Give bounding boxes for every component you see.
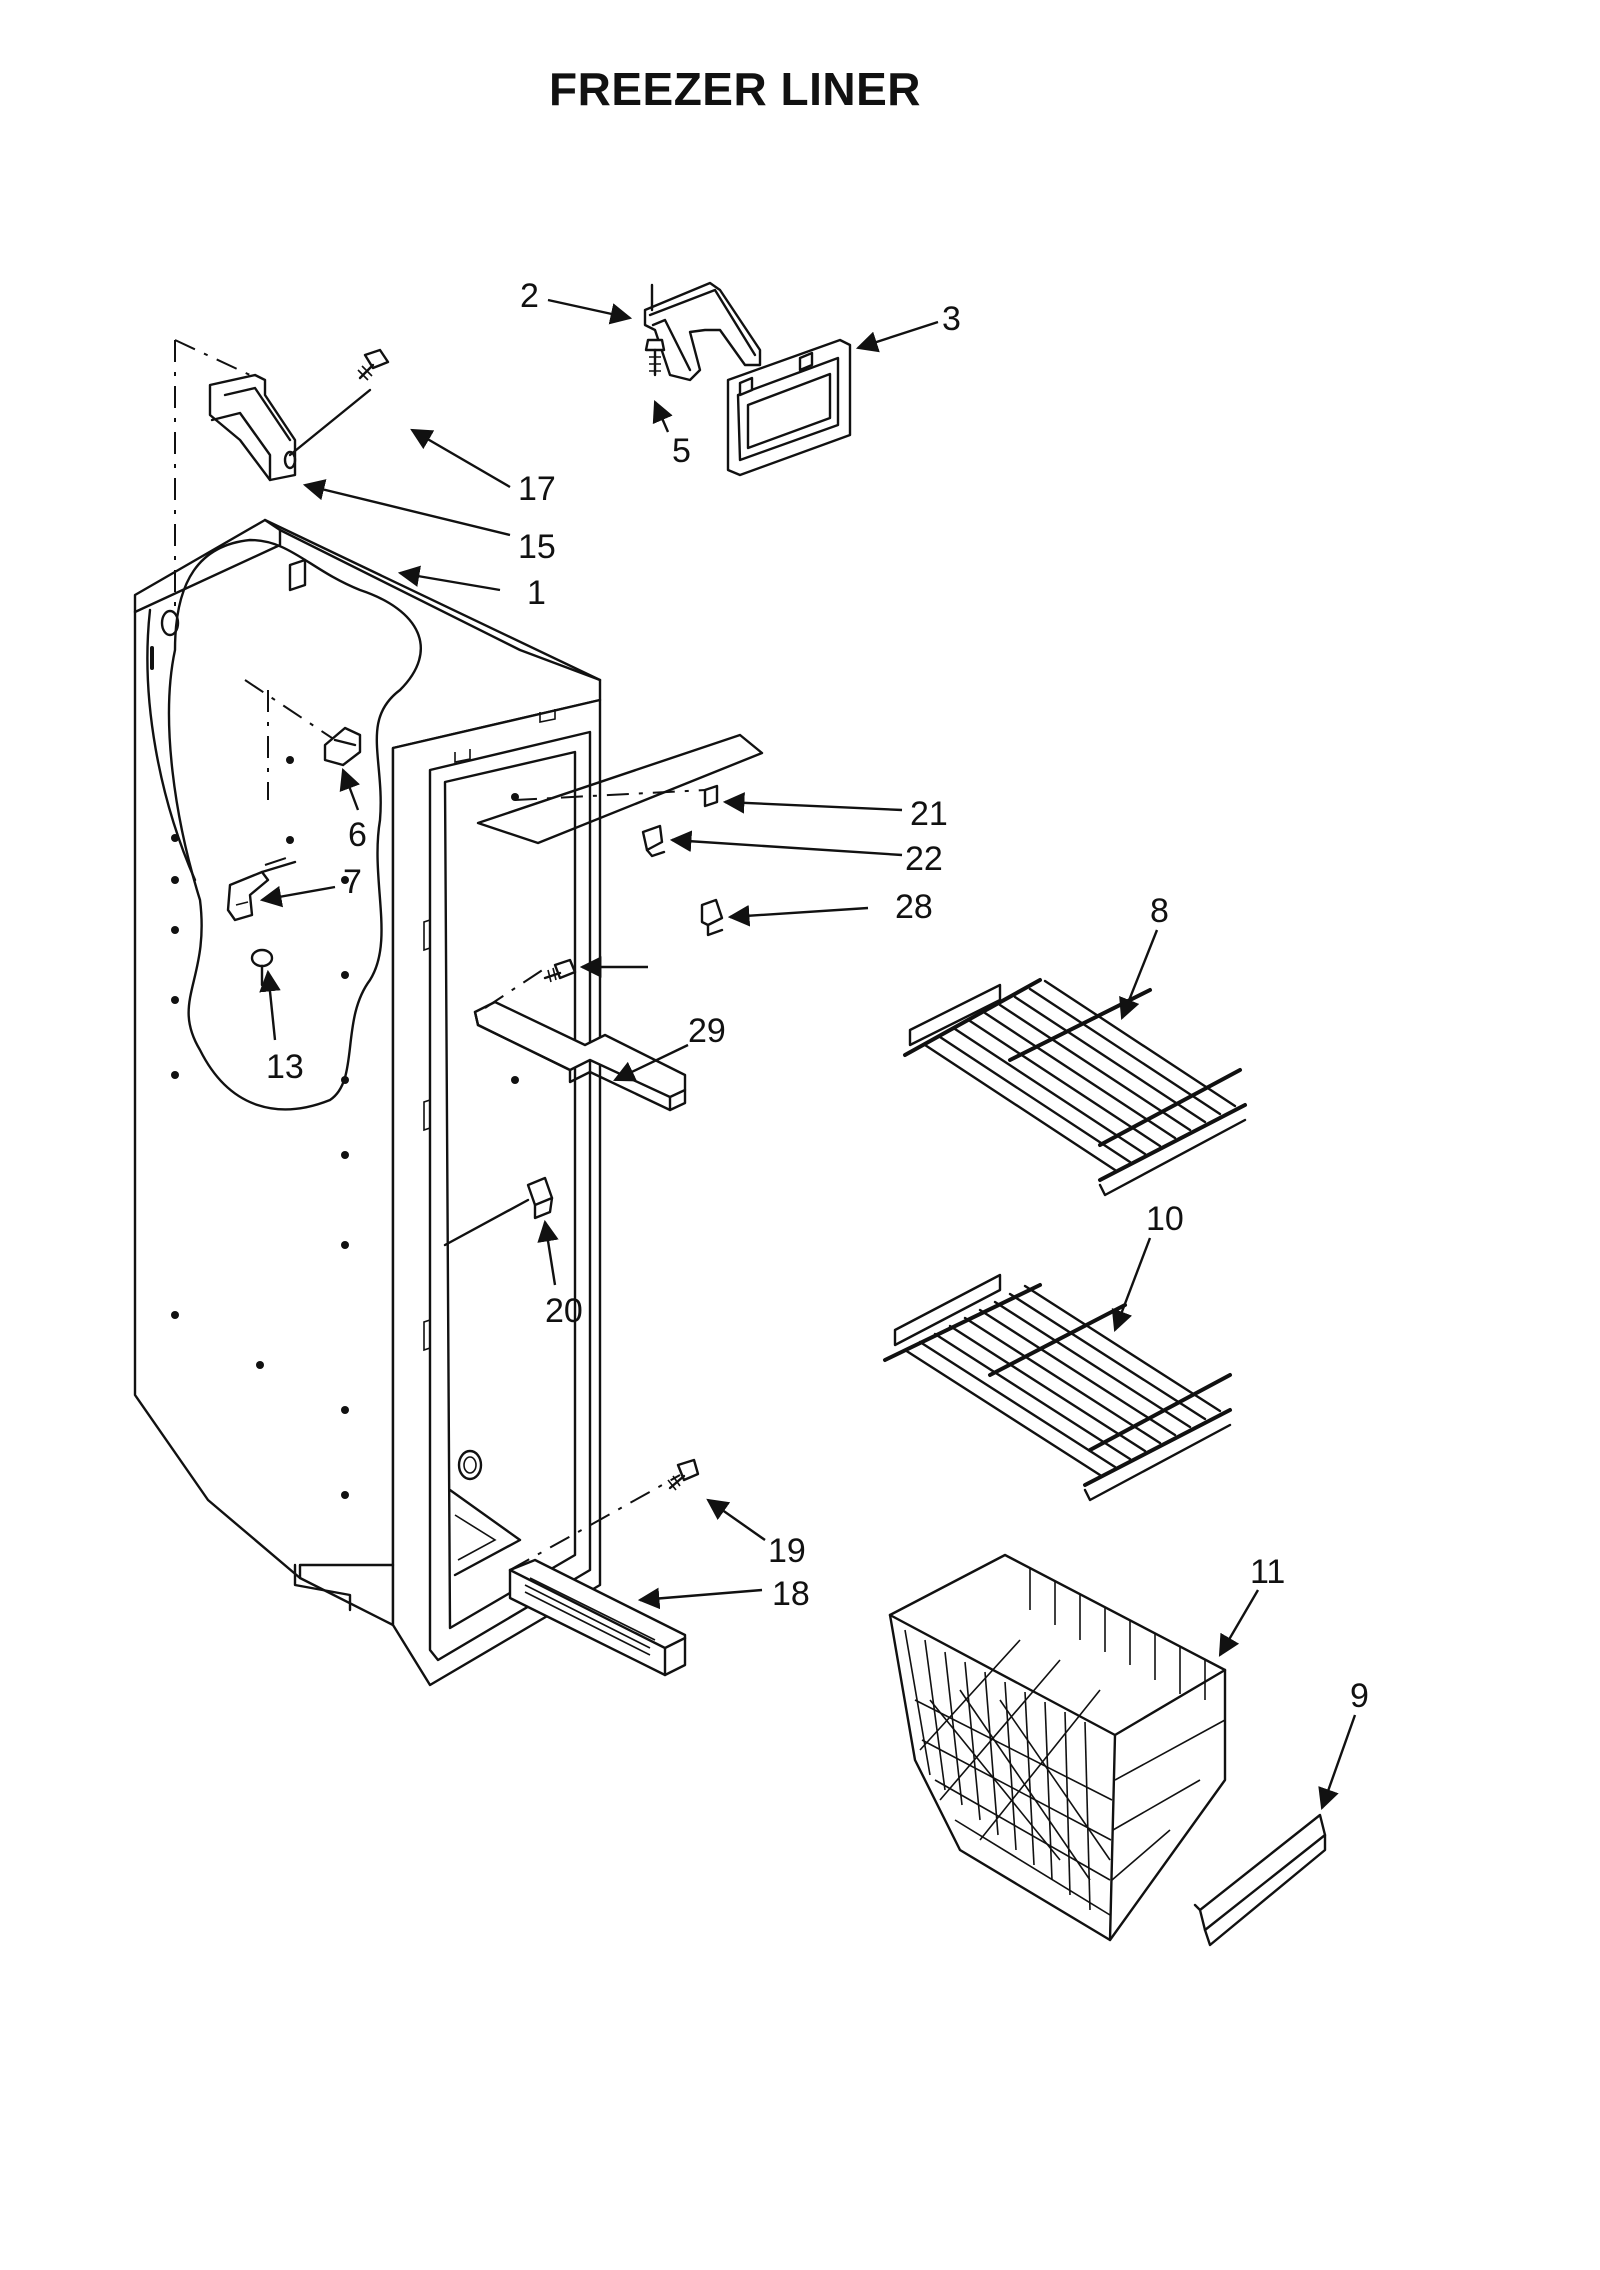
shelf-part-10 — [883, 1273, 1232, 1502]
callout-28: 29 — [688, 1012, 726, 1050]
callout-22: 28 — [895, 888, 933, 926]
page-title: FREEZER LINER — [549, 63, 921, 115]
callout-15: 17 — [518, 470, 556, 508]
callout-10: 10 — [1146, 1200, 1184, 1238]
callout-2: 2 — [520, 277, 539, 315]
callout-17: 18 — [772, 1575, 810, 1613]
callout-14: 15 — [518, 528, 556, 566]
callout-11: 11 — [1250, 1553, 1285, 1591]
grille-part-17 — [508, 1474, 687, 1677]
switch-part-19 — [443, 1176, 554, 1247]
basket-rail-part-9 — [1193, 1813, 1327, 1947]
centerline — [264, 854, 296, 866]
callout-labels: 2 3 5 17 15 1 6 7 13 21 22 28 29 20 19 1… — [266, 277, 1369, 1715]
leader-lines — [259, 298, 1357, 1811]
shelf-part-8 — [903, 978, 1247, 1197]
callout-7: 7 — [343, 863, 362, 901]
callout-13: 13 — [266, 1048, 304, 1086]
centerline — [174, 339, 251, 376]
centerline — [244, 679, 336, 741]
basket-part-11 — [888, 1553, 1227, 1942]
callout-6: 6 — [348, 816, 367, 854]
callout-9: 9 — [1350, 1677, 1369, 1715]
screw-part-5 — [644, 338, 666, 377]
bracket-part-2 — [643, 281, 762, 382]
bracket-part-14 — [208, 373, 297, 482]
screw-part-29 — [543, 958, 577, 983]
callout-8: 8 — [1150, 892, 1169, 930]
freezer-liner-part — [133, 518, 602, 1687]
bracket-part-22 — [700, 898, 724, 937]
screw-part-18 — [667, 1458, 700, 1491]
callout-19: 20 — [545, 1292, 583, 1330]
panel-20-21 — [476, 733, 764, 858]
screw-part-15 — [288, 348, 390, 457]
callout-20: 21 — [910, 795, 948, 833]
clip-part-6 — [323, 726, 362, 767]
callout-3: 3 — [942, 300, 961, 338]
callout-5: 5 — [672, 432, 691, 470]
callout-18: 19 — [768, 1532, 806, 1570]
callout-21: 22 — [905, 840, 943, 878]
callout-1: 1 — [527, 574, 546, 612]
bracket-part-7 — [226, 860, 297, 922]
pan-part-3 — [726, 338, 852, 477]
